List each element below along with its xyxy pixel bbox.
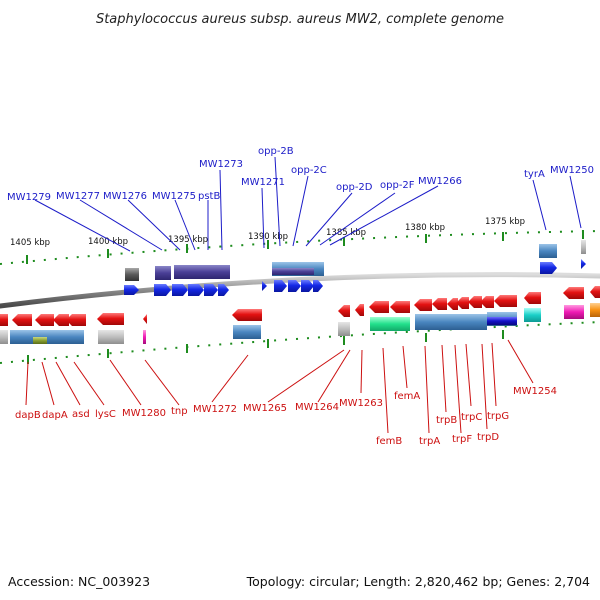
map-title: Staphylococcus aureus subsp. aureus MW2,… bbox=[96, 12, 504, 27]
reverse-cog-boxes bbox=[0, 303, 600, 344]
gene-label: tnp bbox=[171, 406, 188, 417]
gene-label: tyrA bbox=[524, 169, 545, 180]
genome-backbone bbox=[0, 272, 600, 309]
gene-label: MW1271 bbox=[241, 177, 285, 188]
forward-leader-lines bbox=[34, 156, 582, 252]
reverse-leader-lines bbox=[25, 339, 534, 434]
forward-gene-labels: MW1279 MW1277 MW1276 MW1275 pstB MW1273 … bbox=[7, 146, 594, 203]
gene-label: MW1264 bbox=[295, 402, 339, 413]
forward-gene-arrows bbox=[124, 259, 586, 296]
gene-label: MW1266 bbox=[418, 176, 462, 187]
scale-ruler-top bbox=[0, 230, 600, 265]
gene-label: trpA bbox=[419, 436, 440, 447]
major-ticks-top bbox=[26, 230, 584, 264]
gene-label: femA bbox=[394, 391, 420, 402]
gene-label: MW1265 bbox=[243, 403, 287, 414]
reverse-gene-arrows bbox=[0, 286, 600, 326]
gene-label: opp-2D bbox=[336, 182, 373, 193]
gene-label: trpC bbox=[461, 412, 482, 423]
gene-label: MW1273 bbox=[199, 159, 243, 170]
gene-label: MW1277 bbox=[56, 191, 100, 202]
gene-label: trpD bbox=[477, 432, 499, 443]
gene-label: dapA bbox=[42, 410, 68, 421]
gene-label: MW1279 bbox=[7, 192, 51, 203]
gene-label: opp-2C bbox=[291, 165, 327, 176]
tick-label: 1385 kbp bbox=[326, 228, 366, 238]
gene-label: MW1272 bbox=[193, 404, 237, 415]
tick-label: 1400 kbp bbox=[88, 237, 128, 247]
tick-label: 1390 kbp bbox=[248, 232, 288, 242]
genome-summary-text: Topology: circular; Length: 2,820,462 bp… bbox=[246, 574, 590, 589]
gene-label: MW1275 bbox=[152, 191, 196, 202]
gene-label: MW1250 bbox=[550, 165, 594, 176]
gene-label: opp-2F bbox=[380, 180, 415, 191]
gene-label: trpB bbox=[436, 415, 457, 426]
gene-label: femB bbox=[376, 436, 402, 447]
gene-label: trpF bbox=[452, 434, 472, 445]
forward-cog-boxes bbox=[125, 240, 586, 281]
gene-label: MW1280 bbox=[122, 408, 166, 419]
gene-label: lysC bbox=[95, 409, 116, 420]
reverse-gene-labels: dapB dapA asd lysC MW1280 tnp MW1272 MW1… bbox=[15, 386, 557, 447]
gene-label: trpG bbox=[487, 411, 509, 422]
gene-label: MW1254 bbox=[513, 386, 557, 397]
gene-label: pstB bbox=[198, 191, 220, 202]
gene-label: MW1263 bbox=[339, 398, 383, 409]
scale-tick-labels: 1405 kbp 1400 kbp 1395 kbp 1390 kbp 1385… bbox=[10, 217, 525, 248]
tick-label: 1375 kbp bbox=[485, 217, 525, 227]
tick-label: 1395 kbp bbox=[168, 235, 208, 245]
accession-text: Accession: NC_003923 bbox=[8, 574, 150, 589]
gene-label: MW1276 bbox=[103, 191, 147, 202]
tick-label: 1380 kbp bbox=[405, 223, 445, 233]
gene-label: asd bbox=[72, 409, 90, 420]
gene-label: opp-2B bbox=[258, 146, 294, 157]
gene-label: dapB bbox=[15, 410, 41, 421]
tick-label: 1405 kbp bbox=[10, 238, 50, 248]
